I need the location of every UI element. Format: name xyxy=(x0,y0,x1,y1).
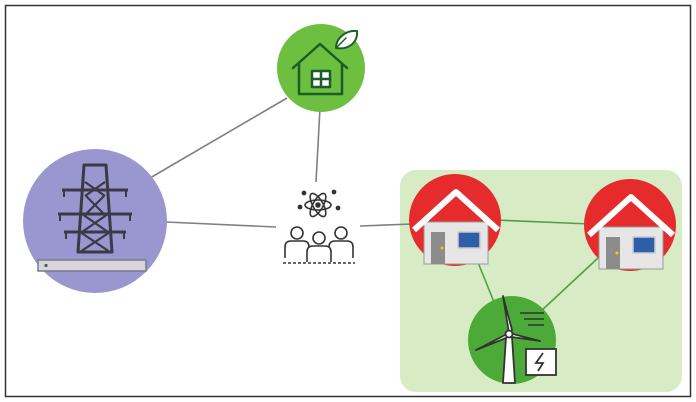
wind-generation-node xyxy=(468,295,557,384)
battery-storage-icon xyxy=(525,348,557,376)
eco-home-node xyxy=(277,24,365,112)
atom-icon xyxy=(297,189,341,218)
transmission-tower-node xyxy=(23,149,167,293)
red-roof-house-icon xyxy=(411,189,501,265)
edge-community-house-left xyxy=(359,223,413,227)
wind-turbine-icon xyxy=(475,295,544,384)
people-group-icon xyxy=(283,226,355,264)
edge-house-right-wind xyxy=(539,257,599,313)
edge-eco-home-community xyxy=(315,107,321,183)
tower-base-plate xyxy=(37,259,147,272)
eco-house-leaf-icon xyxy=(291,29,359,96)
power-pylon-icon xyxy=(37,163,147,272)
tower-circle xyxy=(23,149,167,293)
edge-tower-eco-home xyxy=(149,97,288,179)
house-right-node xyxy=(584,179,676,271)
house-left-node xyxy=(409,174,501,266)
community-node xyxy=(283,189,355,264)
edge-tower-community xyxy=(165,221,277,228)
red-roof-house-icon xyxy=(586,194,676,270)
connection-lines xyxy=(149,97,413,228)
edge-house-left-house-right xyxy=(494,219,591,225)
